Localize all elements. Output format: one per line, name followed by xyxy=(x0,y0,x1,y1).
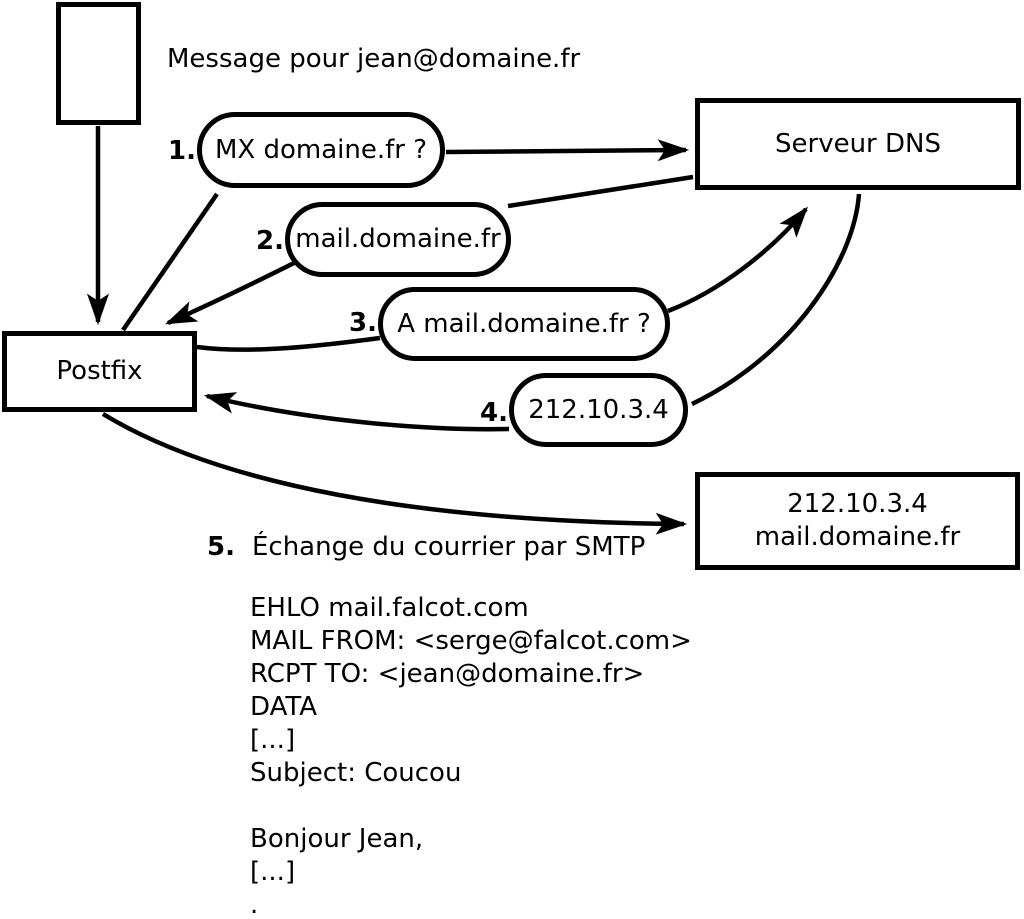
line-postfix-to-step1 xyxy=(121,192,219,332)
step4-pill: 212.10.3.4 xyxy=(509,373,688,447)
step1-number: 1. xyxy=(168,136,196,166)
step2-number: 2. xyxy=(256,226,284,256)
line-dns-to-step2 xyxy=(507,174,694,209)
step3-label: A mail.domaine.fr ? xyxy=(397,308,651,339)
step2-pill: mail.domaine.fr xyxy=(285,202,511,277)
line-dns-to-step4 xyxy=(691,193,862,407)
arrow-step3-to-dns xyxy=(667,206,809,314)
step1-label: MX domaine.fr ? xyxy=(214,134,428,165)
step3-number: 3. xyxy=(349,308,377,338)
arrow-step2-to-postfix xyxy=(165,260,296,326)
dns-server-box: Serveur DNS xyxy=(695,98,1021,190)
step4-label: 212.10.3.4 xyxy=(528,394,669,425)
postfix-label: Postfix xyxy=(56,356,143,386)
step1-pill: MX domaine.fr ? xyxy=(197,112,445,188)
dns-server-label: Serveur DNS xyxy=(775,128,941,159)
step3-pill: A mail.domaine.fr ? xyxy=(378,287,670,361)
step4-number: 4. xyxy=(480,398,508,428)
destination-box: 212.10.3.4 mail.domaine.fr xyxy=(695,472,1020,570)
arrow-step1-to-dns xyxy=(445,139,690,162)
message-label: Message pour jean@domaine.fr xyxy=(167,44,581,74)
smtp-session-text: EHLO mail.falcot.com MAIL FROM: <serge@f… xyxy=(250,593,692,919)
step2-label: mail.domaine.fr xyxy=(295,224,501,254)
destination-ip-label: 212.10.3.4 xyxy=(787,489,928,519)
sender-box xyxy=(56,2,141,125)
destination-host-label: mail.domaine.fr xyxy=(754,522,961,552)
step5-label: Échange du courrier par SMTP xyxy=(251,532,646,562)
arrow-step4-to-postfix xyxy=(203,392,510,432)
step5-number: 5. xyxy=(207,532,235,562)
arrow-postfix-to-destination xyxy=(101,412,688,535)
postfix-box: Postfix xyxy=(2,331,197,412)
line-postfix-to-step3 xyxy=(196,335,381,352)
step5-caption: 5. Échange du courrier par SMTP xyxy=(207,531,645,564)
